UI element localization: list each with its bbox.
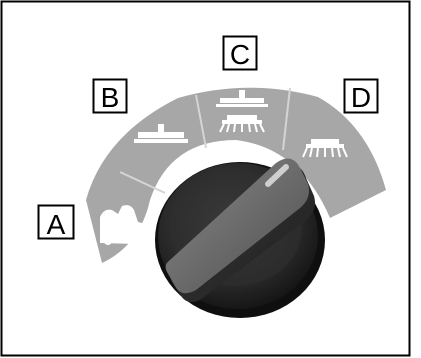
frame-border [0,0,411,357]
machine-transport-icon [100,205,149,246]
position-label-d: D [343,78,379,114]
brush-deck-raised-icon [134,124,188,143]
position-label-d-text: D [351,82,371,113]
position-label-a-text: A [47,209,66,240]
selector-knob[interactable] [155,158,325,318]
position-label-c: C [222,35,258,71]
position-label-b-text: B [101,82,120,113]
knob-grip[interactable] [165,158,315,302]
brush-deck-lowered-icon [216,90,268,133]
position-label-c-text: C [230,39,250,70]
brush-deck-with-spray-icon [302,139,348,158]
position-label-b: B [92,78,128,114]
knob-pointer-mark [265,164,289,187]
sector-dividers [119,87,291,194]
position-label-a: A [37,204,75,240]
